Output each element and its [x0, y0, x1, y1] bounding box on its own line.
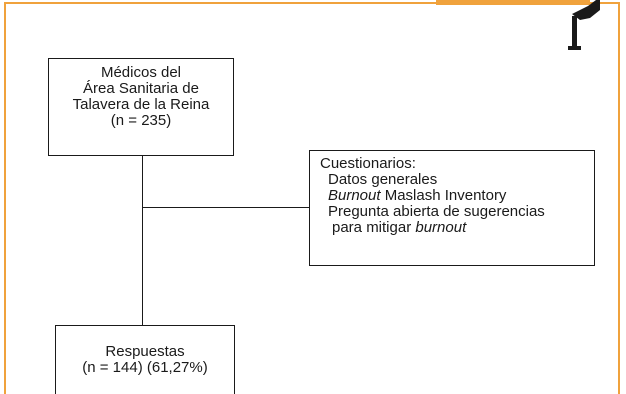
responses-line-1: Respuestas: [105, 343, 185, 360]
questionnaire-item-open-question: Pregunta abierta de sugerencias: [328, 203, 545, 220]
questionnaire-item-general-data: Datos generales: [328, 171, 438, 188]
questionnaires-title: Cuestionarios:: [320, 155, 416, 172]
source-line-1: Médicos del: [100, 64, 182, 81]
questionnaires-box: Cuestionarios: Datos generales Burnout M…: [309, 150, 595, 266]
source-line-2: Área Sanitaria de: [83, 80, 199, 97]
figure-frame: [4, 2, 620, 394]
branch-connector-horizontal: [142, 207, 309, 208]
burnout-italic-2: burnout: [415, 219, 467, 236]
person-figure-icon: [568, 0, 600, 50]
frame-tab: [436, 0, 590, 5]
source-population-box: Médicos del Área Sanitaria de Talavera d…: [48, 58, 234, 156]
burnout-italic: Burnout: [328, 187, 381, 204]
source-line-3: Talavera de la Reina: [72, 96, 210, 113]
questionnaire-item-mbi: Burnout Maslash Inventory: [320, 188, 594, 204]
mitigate-text: para mitigar: [332, 219, 416, 236]
source-line-4: (n = 235): [110, 112, 172, 129]
questionnaire-item-open-question-cont: para mitigar burnout: [320, 220, 594, 236]
responses-line-2: (n = 144) (61,27%): [82, 359, 208, 376]
responses-box: Respuestas (n = 144) (61,27%): [55, 325, 235, 394]
mbi-rest: Maslash Inventory: [380, 187, 507, 204]
main-connector-vertical: [142, 156, 143, 325]
